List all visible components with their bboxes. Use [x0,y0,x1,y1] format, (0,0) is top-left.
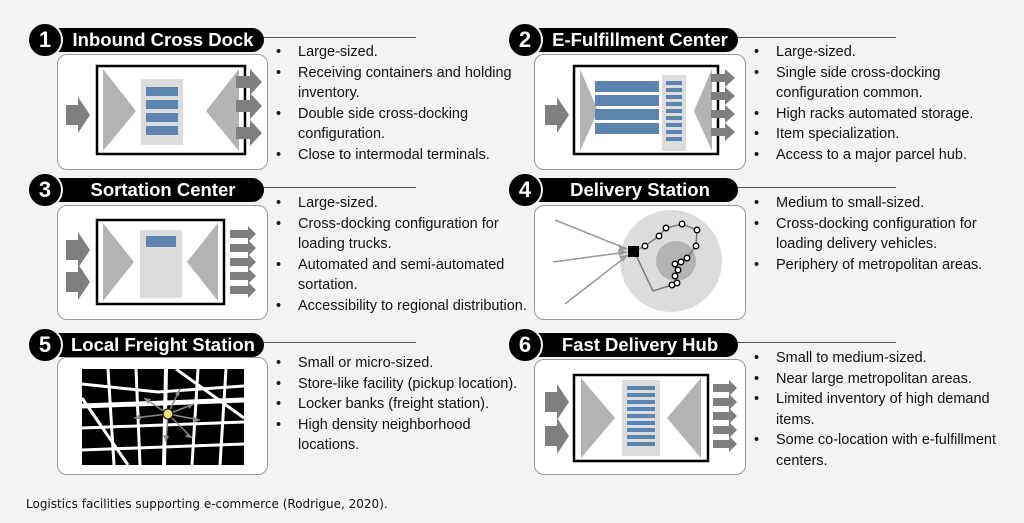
panel-title: Local Freight Station [48,333,264,357]
bullet-item: Small to medium-sized. [752,348,1008,369]
bullet-item: High density neighborhood locations. [274,415,520,456]
bullet-item: Close to intermodal terminals. [274,145,520,166]
bullet-item: Store-like facility (pickup location). [274,374,520,395]
header-rule [262,342,416,343]
panel-title: Sortation Center [48,178,264,202]
bullet-item: Double side cross-docking configuration. [274,104,520,145]
bullet-item: Near large metropolitan areas. [752,369,1008,390]
bullet-item: Large-sized. [752,42,1002,63]
panel-title: Fast Delivery Hub [528,333,738,357]
bullet-item: Large-sized. [274,42,520,63]
sortation-center-icon [57,205,268,320]
bullet-item: Single side cross-docking configuration … [752,63,1002,104]
panel-bullets: Small or micro-sized. Store-like facilit… [274,353,520,456]
bullet-item: Accessibility to regional distribution. [274,296,530,317]
panel-bullets: Large-sized. Single side cross-docking c… [752,42,1002,166]
panel-number: 2 [507,22,543,58]
panel-title: Inbound Cross Dock [48,28,264,52]
delivery-station-icon [534,205,746,320]
bullet-item: Limited inventory of high demand items. [752,389,1008,430]
panel-number: 6 [507,327,543,363]
bullet-item: Cross-docking configuration for loading … [752,214,1002,255]
header-rule [736,187,896,188]
header-rule [262,187,416,188]
panel-number: 1 [27,22,63,58]
header-rule [736,342,896,343]
figure-caption: Logistics facilities supporting e-commer… [26,497,388,511]
bullet-item: Receiving containers and holding invento… [274,63,520,104]
bullet-item: Small or micro-sized. [274,353,520,374]
panel-bullets: Large-sized. Receiving containers and ho… [274,42,520,166]
panel-number: 4 [507,172,543,208]
cross-dock-icon [57,54,268,170]
bullet-item: Cross-docking configuration for loading … [274,214,530,255]
bullet-item: Periphery of metropolitan areas. [752,255,1002,276]
panel-number: 5 [27,327,63,363]
panel-number: 3 [27,172,63,208]
fulfillment-center-icon [534,54,746,170]
bullet-item: Locker banks (freight station). [274,394,520,415]
header-rule [736,37,896,38]
bullet-item: Access to a major parcel hub. [752,145,1002,166]
header-rule [262,37,416,38]
panel-title: E-Fulfillment Center [528,28,738,52]
panel-title: Delivery Station [528,178,738,202]
bullet-item: Some co-location with e-fulfillment cent… [752,430,1008,471]
bullet-item: Automated and semi-automated sortation. [274,255,530,296]
panel-bullets: Small to medium-sized. Near large metrop… [752,348,1008,472]
panel-bullets: Medium to small-sized. Cross-docking con… [752,193,1002,275]
bullet-item: High racks automated storage. [752,104,1002,125]
fast-delivery-hub-icon [534,359,746,475]
bullet-item: Item specialization. [752,124,1002,145]
panel-bullets: Large-sized. Cross-docking configuration… [274,193,530,317]
street-map-icon [57,357,268,475]
bullet-item: Large-sized. [274,193,530,214]
bullet-item: Medium to small-sized. [752,193,1002,214]
